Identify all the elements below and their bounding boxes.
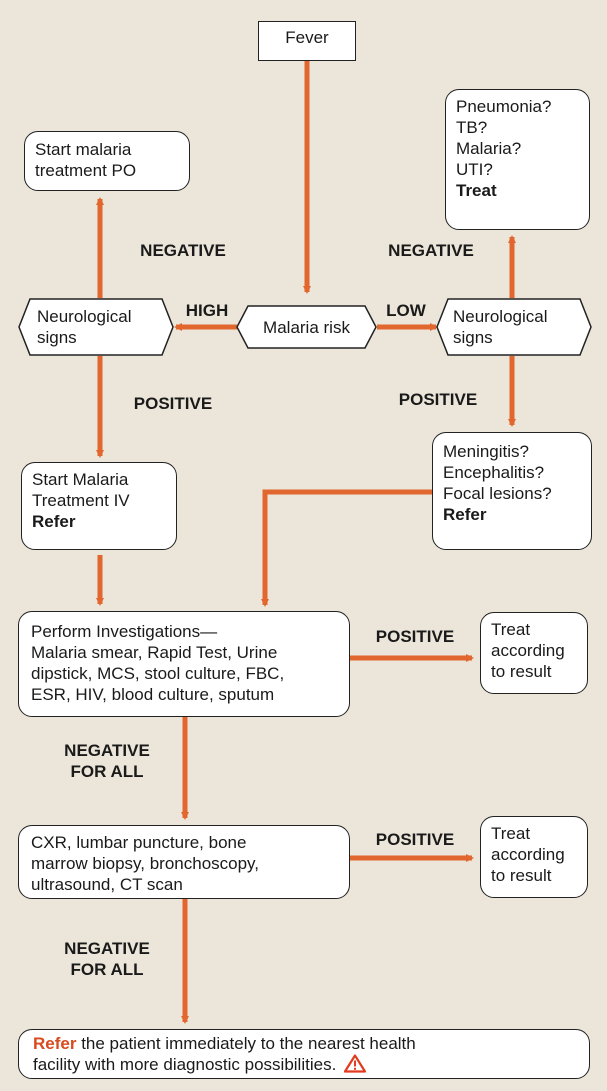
neg-all-1-line1: NEGATIVE	[64, 741, 150, 760]
meningitis-node: Meningitis? Encephalitis? Focal lesions?…	[432, 432, 592, 550]
label-negative-left: NEGATIVE	[140, 241, 226, 260]
fever-node: Fever	[258, 21, 356, 61]
neuro-left-line1: Neurological	[37, 307, 132, 326]
encephalitis-line: Encephalitis?	[443, 463, 545, 482]
hexagon-shape	[18, 298, 174, 356]
malaria-line: Malaria?	[456, 139, 522, 158]
start-malaria-po-node: Start malaria treatment PO	[24, 131, 190, 191]
start-po-line2: treatment PO	[35, 161, 137, 180]
label-positive-cxr: POSITIVE	[375, 830, 455, 849]
refer-bold-line: Refer	[443, 505, 487, 524]
refer-red-text: Refer	[33, 1034, 77, 1053]
start-iv-line2: Treatment IV	[32, 491, 130, 510]
start-malaria-iv-node: Start Malaria Treatment IV Refer	[21, 462, 177, 550]
fever-text: Fever	[285, 28, 329, 47]
start-po-line1: Start malaria	[35, 140, 132, 159]
treat1-line2: according	[491, 641, 565, 660]
investigations-line1: Perform Investigations—	[31, 622, 218, 641]
label-positive-investigations: POSITIVE	[375, 627, 455, 646]
refer-final-node: Refer the patient immediately to the nea…	[18, 1029, 590, 1079]
neurological-signs-left-node: Neurological signs	[18, 298, 174, 356]
neg-all-2-line1: NEGATIVE	[64, 939, 150, 958]
refer-line1: the patient immediately to the nearest h…	[76, 1034, 416, 1053]
treat2-line3: to result	[491, 866, 552, 885]
label-high: HIGH	[185, 301, 229, 320]
neuro-left-line2: signs	[37, 328, 77, 347]
investigations-line4: ESR, HIV, blood culture, sputum	[31, 685, 275, 704]
cxr-line2: marrow biopsy, bronchoscopy,	[31, 854, 260, 873]
pneumonia-tb-node: Pneumonia? TB? Malaria? UTI? Treat	[445, 89, 590, 230]
pneumonia-line: Pneumonia?	[456, 97, 552, 116]
treat2-line1: Treat	[491, 824, 531, 843]
neg-all-2-line2: FOR ALL	[70, 960, 144, 979]
neg-all-1-line2: FOR ALL	[70, 762, 144, 781]
malaria-risk-node: Malaria risk	[236, 305, 377, 349]
tb-line: TB?	[456, 118, 488, 137]
start-iv-line1: Start Malaria	[32, 470, 129, 489]
treat1-line3: to result	[491, 662, 552, 681]
uti-line: UTI?	[456, 160, 493, 179]
label-positive-right: POSITIVE	[398, 390, 478, 409]
meningitis-line: Meningitis?	[443, 442, 529, 461]
cxr-line3: ultrasound, CT scan	[31, 875, 183, 894]
arrow-meningitis-to-investigations	[261, 489, 432, 607]
treat1-line1: Treat	[491, 620, 531, 639]
label-negative-right: NEGATIVE	[388, 241, 474, 260]
warning-icon	[343, 1054, 367, 1073]
investigations-line2: Malaria smear, Rapid Test, Urine	[31, 643, 278, 662]
treat-according-node-2: Treat according to result	[480, 816, 588, 898]
perform-investigations-node: Perform Investigations— Malaria smear, R…	[18, 611, 350, 717]
hexagon-shape	[236, 305, 377, 349]
treat2-line2: according	[491, 845, 565, 864]
neuro-right-line1: Neurological	[453, 307, 548, 326]
cxr-investigations-node: CXR, lumbar puncture, bone marrow biopsy…	[18, 825, 350, 899]
investigations-line3: dipstick, MCS, stool culture, FBC,	[31, 664, 285, 683]
cxr-line1: CXR, lumbar puncture, bone	[31, 833, 247, 852]
label-low: LOW	[386, 301, 426, 320]
focal-lesions-line: Focal lesions?	[443, 484, 552, 503]
label-negative-for-all-1: NEGATIVE FOR ALL	[46, 740, 168, 782]
treat-bold-line: Treat	[456, 181, 497, 200]
label-negative-for-all-2: NEGATIVE FOR ALL	[46, 938, 168, 980]
refer-bold-line: Refer	[32, 512, 76, 531]
neuro-right-line2: signs	[453, 328, 493, 347]
hexagon-shape	[436, 298, 592, 356]
malaria-risk-text: Malaria risk	[263, 317, 350, 337]
neurological-signs-right-node: Neurological signs	[436, 298, 592, 356]
refer-line2: facility with more diagnostic possibilit…	[33, 1055, 337, 1074]
label-positive-left: POSITIVE	[133, 394, 213, 413]
treat-according-node-1: Treat according to result	[480, 612, 588, 694]
